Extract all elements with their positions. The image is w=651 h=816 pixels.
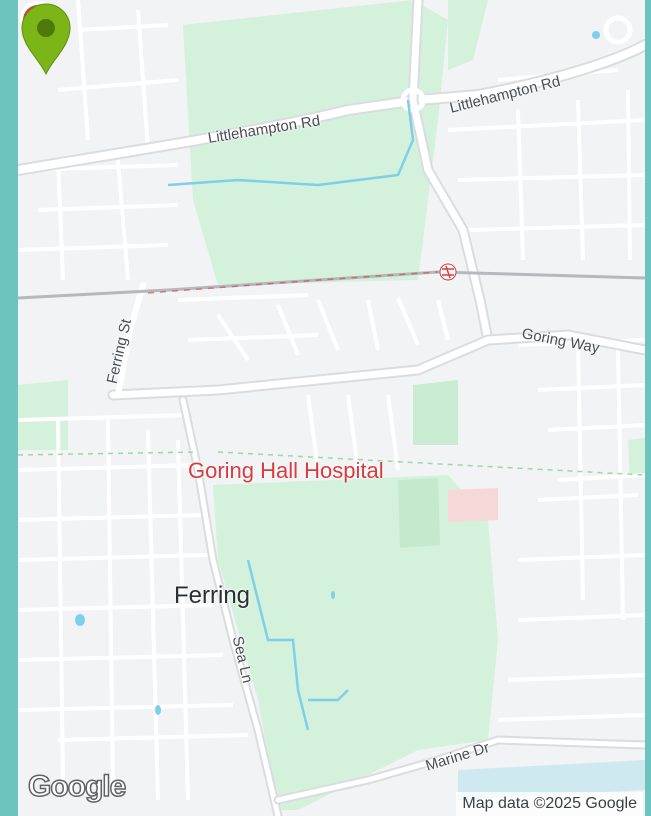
water-strip xyxy=(458,760,645,800)
hospital-grounds xyxy=(448,488,498,522)
railway-station-icon xyxy=(439,263,457,281)
ponds xyxy=(75,31,600,715)
map-canvas[interactable]: Littlehampton Rd Littlehampton Rd Goring… xyxy=(18,0,645,816)
map-pin-icon[interactable] xyxy=(18,0,74,76)
roundabout xyxy=(400,87,426,113)
park-area-northeast xyxy=(448,0,488,70)
streams xyxy=(167,99,415,731)
railway-line xyxy=(18,270,645,476)
map-base-layer xyxy=(18,0,645,816)
map-attribution[interactable]: Map data ©2025 Google xyxy=(456,792,643,816)
park-area-east xyxy=(628,438,645,478)
poi-label-hospital[interactable]: Goring Hall Hospital xyxy=(188,458,384,483)
park-area-hospital-north xyxy=(413,380,458,445)
park-area-north xyxy=(183,0,448,285)
park-area-south xyxy=(213,475,498,810)
playing-field xyxy=(398,478,440,548)
place-label-ferring: Ferring xyxy=(174,582,251,609)
google-logo[interactable]: Google xyxy=(27,769,127,804)
main-roads xyxy=(18,0,645,816)
park-area-west xyxy=(18,380,68,450)
ferring-st xyxy=(115,282,146,398)
